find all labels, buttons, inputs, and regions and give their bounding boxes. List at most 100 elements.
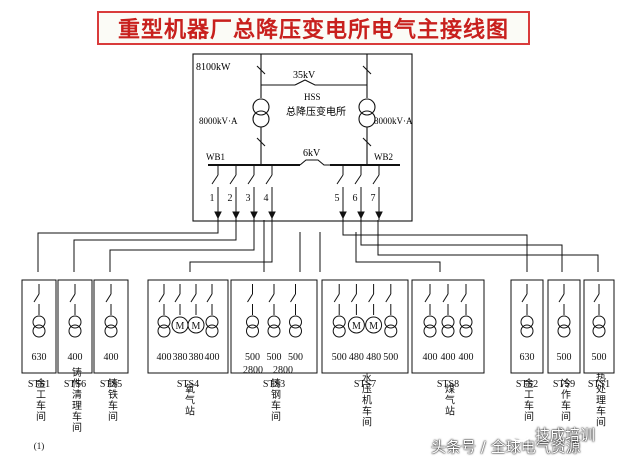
motor-icon xyxy=(365,316,383,334)
transformer-left-label: 8000kV·A xyxy=(199,116,238,126)
station-rating: 480 xyxy=(349,352,364,363)
station-rating: 400 xyxy=(441,352,456,363)
station-code: STS6 xyxy=(64,379,86,390)
station-extra: (1) xyxy=(34,441,45,451)
station-rating: 500 xyxy=(332,352,347,363)
station-rating: 500 xyxy=(288,352,303,363)
page-title: 重型机器厂总降压变电所电气主接线图 xyxy=(117,17,509,43)
station-code: STS7 xyxy=(354,379,376,390)
substation-box xyxy=(192,53,413,222)
station-code: STS2 xyxy=(516,379,538,390)
transformer-icon xyxy=(32,315,46,329)
station-rating: 400 xyxy=(459,352,474,363)
transformer-icon xyxy=(267,315,281,329)
station-sub-rating: 2800 xyxy=(273,365,293,376)
feeder-number: 4 xyxy=(264,193,269,204)
bus-left-label: WB1 xyxy=(206,152,225,162)
substation-label: 总降压变电所 xyxy=(286,105,346,118)
station-rating: 400 xyxy=(423,352,438,363)
station-code: STS4 xyxy=(177,379,199,390)
station-rating: 630 xyxy=(32,352,47,363)
transformer-right-icon xyxy=(358,98,376,116)
station-rating: 630 xyxy=(520,352,535,363)
station-name: 铸件清理车间 xyxy=(70,366,82,433)
hss-label: HSS xyxy=(304,92,321,102)
transformer-left-icon xyxy=(252,98,270,116)
feeder-switches xyxy=(211,165,383,220)
station-name: 热处理车间 xyxy=(594,371,606,427)
station-name: 铸铁车间 xyxy=(106,377,118,422)
transformer-icon xyxy=(557,315,571,329)
title-banner: 重型机器厂总降压变电所电气主接线图 xyxy=(97,11,530,45)
feeder-number: 7 xyxy=(371,193,376,204)
transformer-icon xyxy=(592,315,606,329)
station-rating: 500 xyxy=(267,352,282,363)
station-rating: 400 xyxy=(205,352,220,363)
station-code: STS8 xyxy=(437,379,459,390)
station-name: 铸钢车间 xyxy=(269,377,281,422)
transformer-icon xyxy=(520,315,534,329)
station-name: 金工车间 xyxy=(34,377,46,422)
station-code: STS9 xyxy=(553,379,575,390)
station-rating: 380 xyxy=(173,352,188,363)
watermark-left: 头条号 / 全球电气资源 xyxy=(431,438,581,456)
station-rating: 500 xyxy=(383,352,398,363)
motor-icon xyxy=(187,316,205,334)
feeder-number: 3 xyxy=(246,193,251,204)
transformer-icon xyxy=(423,315,437,329)
watermark-right: 技成培训 xyxy=(535,426,596,444)
station-code: STS1 xyxy=(588,379,610,390)
transformer-icon xyxy=(205,315,219,329)
feeder-number: 5 xyxy=(335,193,340,204)
transformer-icon xyxy=(246,315,259,329)
feeder-number: 6 xyxy=(353,193,358,204)
transformer-icon xyxy=(289,315,302,329)
capacity-label: 8100kW xyxy=(196,62,231,73)
watermark-logo-icon xyxy=(509,428,531,442)
transformer-icon xyxy=(104,315,118,329)
station-rating: 480 xyxy=(366,352,381,363)
station-rating: 380 xyxy=(189,352,204,363)
motor-label: M xyxy=(352,321,361,332)
distribution-lines xyxy=(37,220,599,272)
station-code: STS3 xyxy=(263,379,285,390)
transformer-icon xyxy=(459,315,473,329)
transformer-icon xyxy=(332,315,346,329)
station-code: STS5 xyxy=(100,379,122,390)
motor-label: M xyxy=(176,321,185,332)
transformer-icon xyxy=(384,315,398,329)
station-code: STS1 xyxy=(28,379,50,390)
feeder-number: 1 xyxy=(210,193,215,204)
station-name: 冷作车间 xyxy=(559,377,571,422)
station-name: 金工车间 xyxy=(522,377,534,422)
station-rating: 400 xyxy=(104,352,119,363)
bus-right-label: WB2 xyxy=(374,152,393,162)
transformer-right-label: 8000kV·A xyxy=(374,116,413,126)
bus-voltage-label: 6kV xyxy=(303,148,321,159)
station-name: 水压机车间 xyxy=(360,372,372,427)
transformer-icon xyxy=(157,315,171,329)
station-rating: 500 xyxy=(557,352,572,363)
station-boxes: 630STS1金工车间(1)400STS6铸件清理车间400STS5铸铁车间40… xyxy=(21,279,615,451)
motor-label: M xyxy=(192,321,201,332)
station-rating: 500 xyxy=(592,352,607,363)
incoming-voltage-label: 35kV xyxy=(293,70,316,81)
station-rating: 500 xyxy=(245,352,260,363)
station-rating: 400 xyxy=(157,352,172,363)
station-sub-rating: 2800 xyxy=(243,365,263,376)
motor-icon xyxy=(347,316,365,334)
motor-label: M xyxy=(369,321,378,332)
